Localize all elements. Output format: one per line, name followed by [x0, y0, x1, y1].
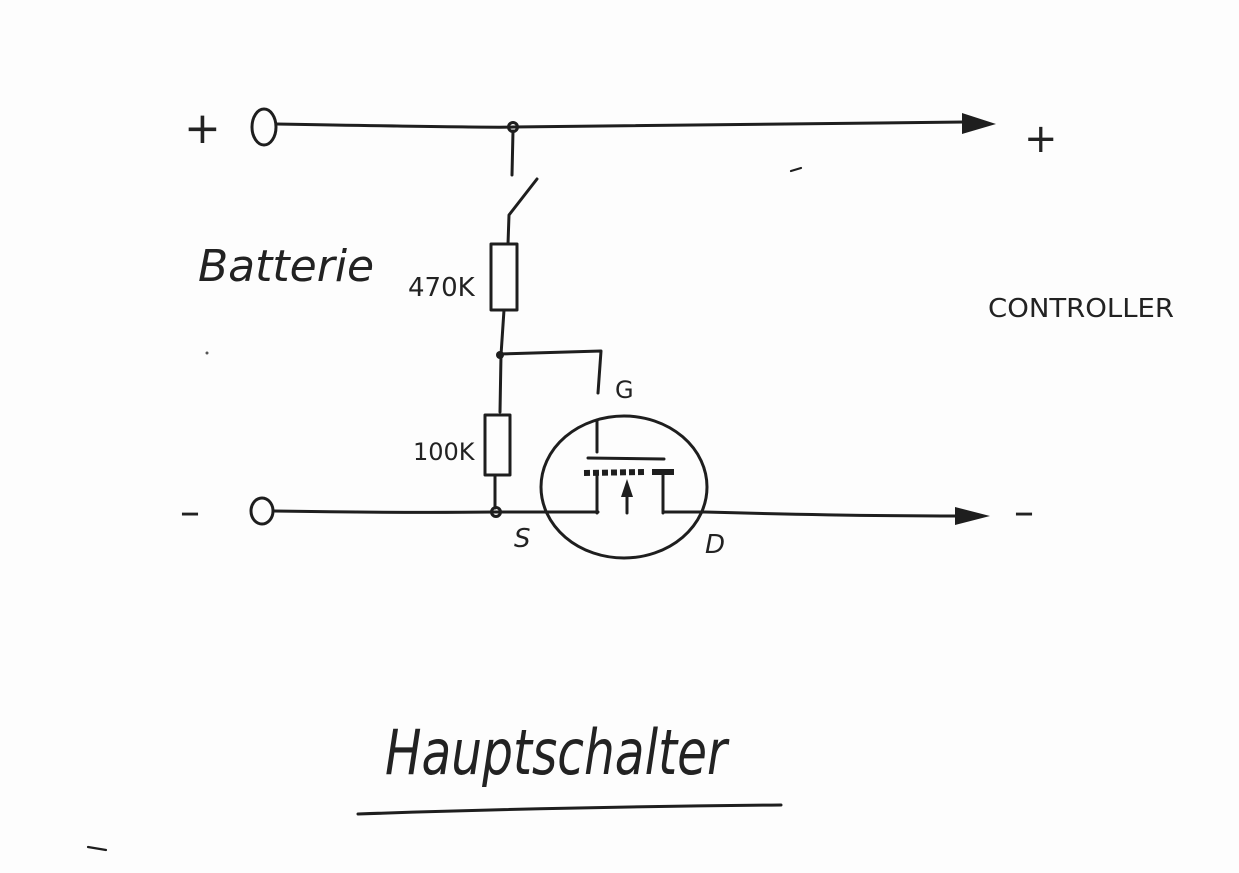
mosfet-channel-left [583, 469, 645, 476]
paper-mark [789, 166, 803, 173]
resistor-470k-label: 470K [408, 273, 476, 303]
mosfet-circle [539, 414, 709, 560]
switch-wire-upper [510, 129, 515, 177]
resistor-100k [483, 413, 512, 477]
negative-arrow [955, 507, 990, 525]
gate-wire [498, 349, 603, 395]
divider-wire [498, 308, 506, 414]
positive-rail [274, 120, 967, 129]
paper-mark [86, 845, 108, 852]
source-label: S [514, 524, 531, 554]
negative-terminal [249, 496, 275, 526]
positive-arrow [962, 113, 996, 134]
gate-label: G [615, 376, 634, 404]
title-underline [356, 803, 783, 816]
paper-speck [205, 351, 209, 355]
source-junction [490, 506, 502, 518]
resistor-100k-label: 100K [413, 438, 476, 466]
battery-label: Batterie [198, 241, 374, 292]
switch-lever [506, 177, 539, 246]
minus-left-label: – [180, 489, 200, 535]
mosfet-body-arrow [621, 479, 633, 497]
negative-rail-right [663, 510, 960, 518]
title: Hauptschalter [385, 716, 730, 789]
plus-left-label: + [184, 103, 221, 154]
positive-terminal [250, 107, 278, 147]
minus-right-label: – [1014, 489, 1034, 535]
controller-label: CONTROLLER [988, 294, 1174, 324]
plus-right-label: + [1024, 116, 1058, 162]
resistor-470k [489, 242, 519, 312]
drain-label: D [705, 530, 725, 560]
mosfet-gate-plate [586, 456, 666, 461]
negative-rail-left [272, 509, 600, 514]
